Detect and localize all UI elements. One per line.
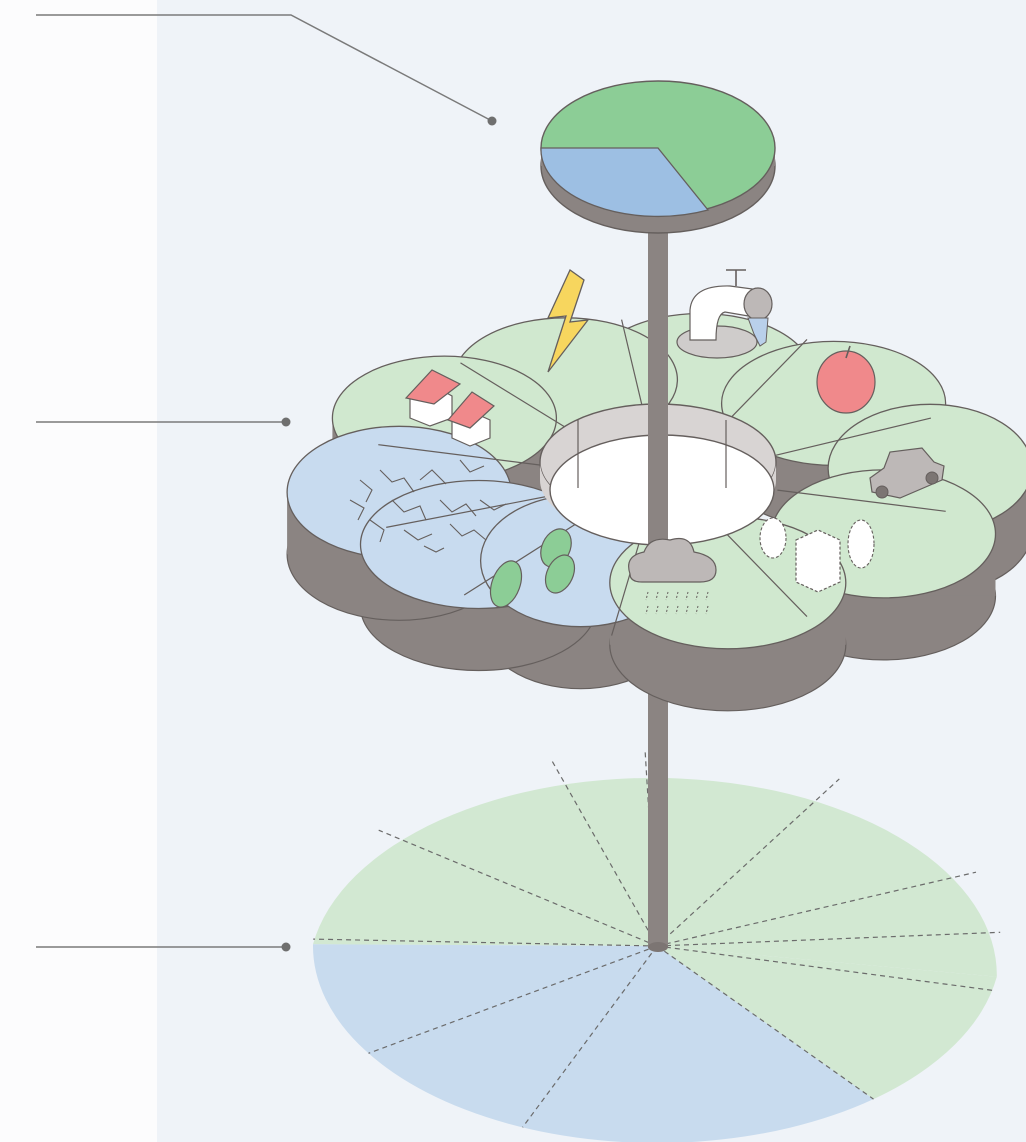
faucet-basin: [677, 326, 757, 358]
top-pie: [541, 81, 775, 233]
apple-body: [817, 351, 875, 413]
leader-dot-top: [488, 117, 497, 126]
pole-upper: [648, 200, 668, 544]
tree-right-icon: [848, 520, 874, 568]
leader-dot-middle: [282, 418, 291, 427]
car-wheel-front: [876, 486, 888, 498]
leader-dot-bottom: [282, 943, 291, 952]
building-icon: [796, 530, 840, 592]
faucet-mouth: [744, 288, 772, 320]
tree-left-icon: [760, 518, 786, 558]
car-wheel-back: [926, 472, 938, 484]
leader-line-top: [36, 15, 492, 121]
pole-lower: [648, 690, 668, 948]
pole-base-cap: [648, 942, 668, 952]
